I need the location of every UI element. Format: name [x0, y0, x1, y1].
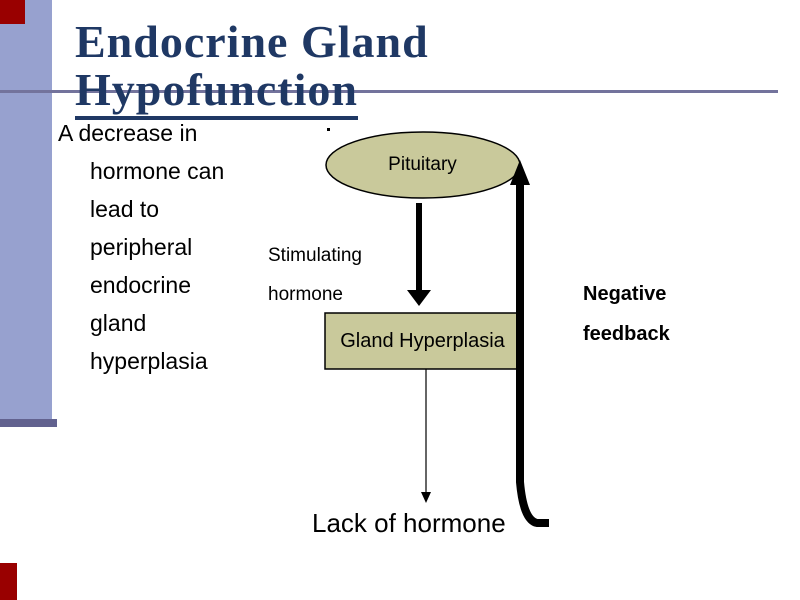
- sidebar-accent-bar: [0, 0, 52, 420]
- negative-feedback-arrow: [516, 184, 549, 527]
- stimulating-hormone-label-line2: hormone: [268, 284, 343, 305]
- accent-square-bottom-left: [0, 563, 17, 600]
- body-text-block: A decrease in hormone can lead to periph…: [58, 114, 224, 380]
- stimulating-hormone-label-line1: Stimulating: [268, 245, 362, 266]
- title-line2: Hypofunction: [75, 66, 358, 120]
- slide-title: Endocrine Gland Hypofunction: [75, 18, 429, 120]
- stray-dot: [327, 128, 330, 131]
- body-line: peripheral: [90, 234, 193, 260]
- title-horizontal-rule: [0, 90, 778, 93]
- gland-hyperplasia-label: Gland Hyperplasia: [340, 330, 505, 352]
- negative-feedback-label: Negative feedback: [583, 274, 670, 354]
- sidebar-accent-bar-edge: [0, 419, 57, 427]
- lack-of-hormone-arrowhead: [421, 492, 431, 503]
- negative-feedback-label-line2: feedback: [583, 323, 670, 345]
- body-line: A decrease in: [58, 120, 198, 146]
- accent-square-top-left: [0, 0, 25, 24]
- stimulating-hormone-label: Stimulating hormone: [268, 236, 362, 314]
- body-line: lead to: [90, 196, 160, 222]
- body-line: hormone can: [90, 158, 225, 184]
- pituitary-label: Pituitary: [388, 154, 457, 175]
- body-line: hyperplasia: [90, 348, 208, 374]
- body-line: endocrine: [90, 272, 192, 298]
- stimulating-hormone-arrowhead: [407, 290, 431, 306]
- title-line1: Endocrine Gland: [75, 16, 429, 67]
- negative-feedback-label-line1: Negative: [583, 283, 667, 305]
- body-line: gland: [90, 310, 147, 336]
- lack-of-hormone-label: Lack of hormone: [312, 508, 506, 538]
